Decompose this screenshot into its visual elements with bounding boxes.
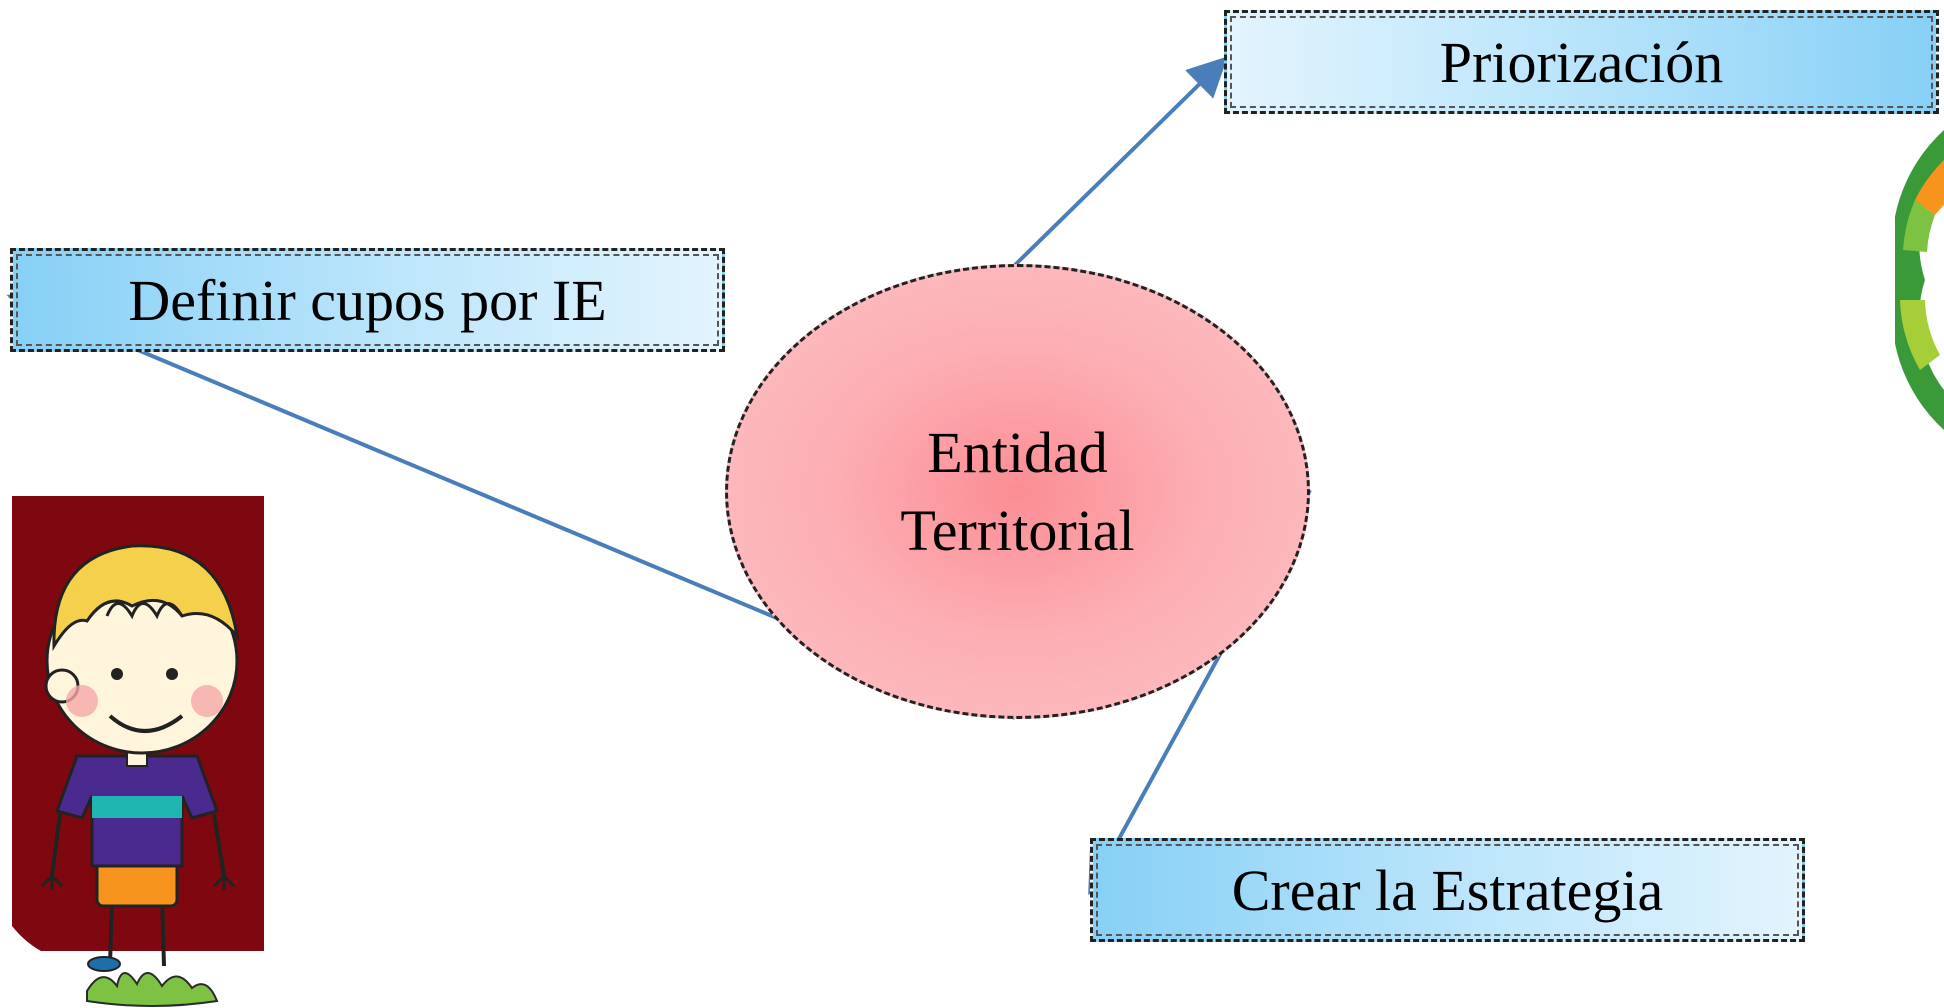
definir-cupos-box[interactable]: Definir cupos por IE: [10, 248, 725, 352]
priorizacion-label: Priorización: [1439, 29, 1724, 95]
crear-estrategia-label: Crear la Estrategia: [1231, 857, 1664, 923]
cartoon-boy-illustration: [12, 496, 264, 1008]
center-label-line1: Entidad: [927, 419, 1108, 485]
decorative-ring-icon: [1895, 130, 1944, 430]
definir-cupos-label: Definir cupos por IE: [128, 267, 607, 333]
arrow-to-priorizacion: [1013, 56, 1228, 267]
priorizacion-box[interactable]: Priorización: [1224, 10, 1939, 114]
center-label-line2: Territorial: [900, 497, 1135, 563]
crear-estrategia-box[interactable]: Crear la Estrategia: [1090, 838, 1805, 942]
entidad-territorial-node[interactable]: Entidad Territorial: [725, 264, 1310, 719]
